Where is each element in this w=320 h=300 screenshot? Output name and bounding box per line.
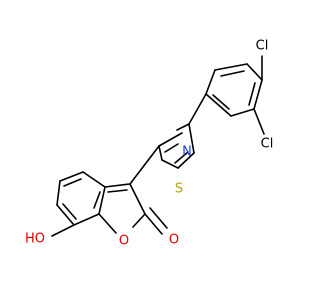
carbonyl-bond (144, 207, 168, 235)
aryl-thiazole-bond (188, 93, 207, 125)
pyranone-ring (98, 183, 146, 234)
structure-diagram: Cl Cl N S O O HO (24, 38, 274, 249)
nitrogen-atom: N (182, 145, 192, 160)
dichlorophenyl-ring (205, 63, 263, 117)
ring-oxygen-atom: O (119, 234, 129, 249)
carbonyl-oxygen-atom: O (169, 233, 179, 248)
thiazole-coumarin-bond (129, 145, 160, 185)
chlorine-bonds (253, 55, 265, 135)
sulfur-atom: S (175, 182, 183, 197)
thiazole-ring (158, 123, 195, 169)
hydroxyl-label: HO (25, 232, 45, 247)
molecule-drawing: Cl Cl N S O O HO (25, 39, 274, 249)
chlorine-atom-right: Cl (261, 137, 274, 152)
benzo-ring (56, 171, 106, 226)
hydroxyl-bond (51, 224, 75, 237)
chlorine-atom-top: Cl (256, 39, 269, 54)
